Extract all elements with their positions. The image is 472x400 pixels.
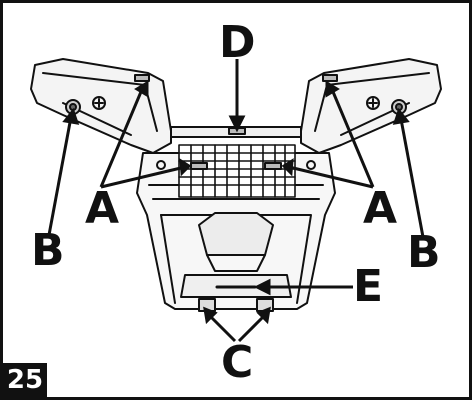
right-fender (300, 58, 442, 154)
callout-e-right: E (353, 261, 384, 312)
rack-drawing (30, 58, 442, 343)
callout-b-right: B (407, 227, 441, 278)
right-tab (264, 162, 282, 170)
figure-number: 25 (3, 363, 47, 397)
callout-c-bottom: C (221, 337, 254, 388)
callout-d-top: D (219, 17, 256, 68)
callout-a-left: A (85, 183, 120, 234)
left-fender (30, 58, 172, 154)
callout-b-left: B (31, 225, 65, 276)
grille (178, 144, 296, 198)
center-recess (198, 212, 274, 256)
left-tab (190, 162, 208, 170)
callout-a-right: A (363, 183, 398, 234)
